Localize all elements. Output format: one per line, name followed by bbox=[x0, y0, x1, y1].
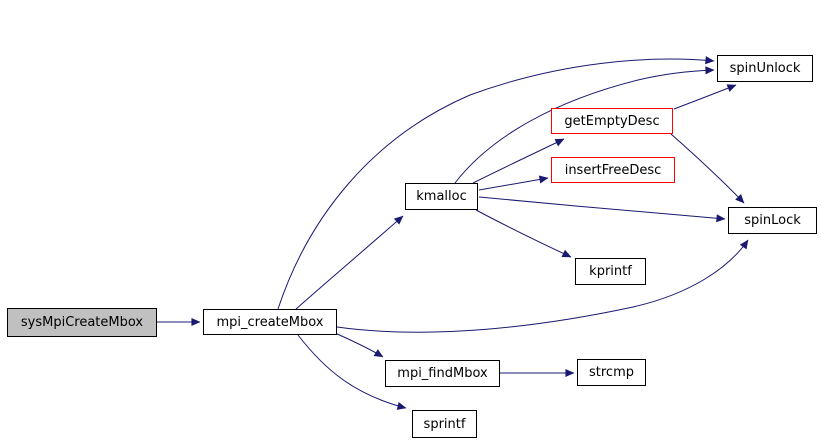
edge-mpi_createMbox-kmalloc bbox=[295, 215, 404, 310]
node-sysMpiCreateMbox: sysMpiCreateMbox bbox=[7, 308, 157, 337]
node-mpi_createMbox[interactable]: mpi_createMbox bbox=[203, 309, 337, 335]
edge-getEmptyDesc-spinLock bbox=[670, 133, 745, 204]
edge-kmalloc-spinUnlock bbox=[454, 66, 715, 184]
node-kprintf[interactable]: kprintf bbox=[575, 258, 646, 285]
edge-mpi_createMbox-mpi_findMbox bbox=[334, 332, 384, 358]
node-kmalloc[interactable]: kmalloc bbox=[405, 183, 478, 210]
edge-kmalloc-insertFreeDesc bbox=[478, 175, 549, 191]
node-spinUnlock[interactable]: spinUnlock bbox=[717, 55, 813, 82]
node-spinLock[interactable]: spinLock bbox=[728, 207, 817, 234]
edge-kmalloc-kprintf bbox=[475, 209, 572, 258]
node-mpi_findMbox[interactable]: mpi_findMbox bbox=[385, 360, 500, 387]
edge-mpi_createMbox-spinUnlock bbox=[277, 56, 715, 310]
edge-mpi_createMbox-sprintf bbox=[297, 334, 407, 410]
edge-kmalloc-getEmptyDesc bbox=[472, 138, 565, 184]
edge-getEmptyDesc-spinUnlock bbox=[673, 84, 737, 110]
node-getEmptyDesc[interactable]: getEmptyDesc bbox=[551, 108, 673, 134]
node-insertFreeDesc[interactable]: insertFreeDesc bbox=[551, 157, 675, 183]
node-strcmp[interactable]: strcmp bbox=[577, 359, 646, 386]
edge-kmalloc-spinLock bbox=[478, 196, 726, 223]
edge-mpi_createMbox-spinLock bbox=[336, 239, 749, 333]
node-sprintf[interactable]: sprintf bbox=[412, 410, 477, 438]
